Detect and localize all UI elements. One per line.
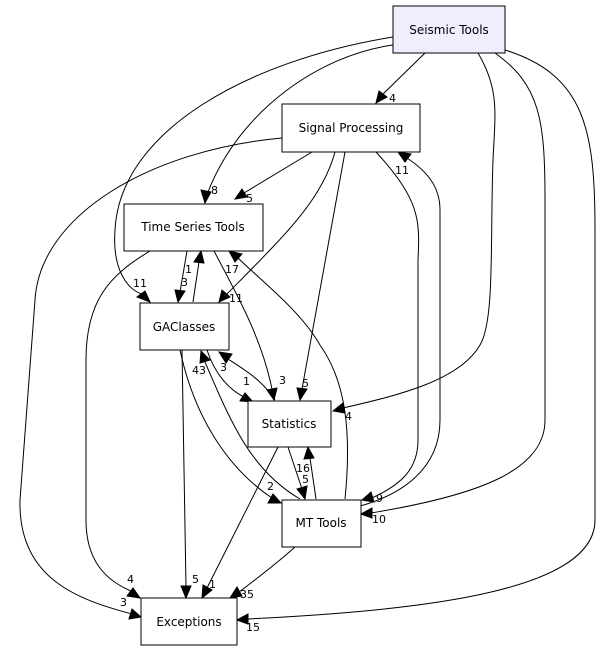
- node-box: [139, 302, 230, 351]
- edge-label: 16: [296, 462, 310, 475]
- edge-mt-tools-to-statistics: 5: [302, 445, 317, 500]
- edge-label: 3: [220, 361, 227, 374]
- edge-label: 5: [302, 377, 309, 390]
- edge-time-series-tools-to-gaclasses: 3: [174, 250, 188, 304]
- edge-label: 5: [246, 192, 253, 205]
- edge-label: 3: [181, 276, 188, 289]
- edge-mt-tools-to-signal-processing: 11: [359, 151, 441, 507]
- node-label: MT Tools: [295, 516, 346, 530]
- edge-label: 1: [209, 578, 216, 591]
- edge-label: 4: [389, 92, 396, 105]
- node-box: [392, 5, 506, 54]
- edge-label: 4: [127, 573, 134, 586]
- edge-label: 35: [240, 588, 254, 601]
- node-seismic-tools[interactable]: Seismic Tools: [392, 5, 506, 54]
- edge-signal-processing-to-mt-tools: 9: [360, 151, 420, 505]
- node-label: Signal Processing: [299, 121, 404, 135]
- edge-label: 9: [376, 492, 383, 505]
- edge-time-series-tools-to-exceptions: 4: [85, 250, 151, 599]
- edge-signal-processing-to-time-series-tools: 5: [233, 151, 313, 205]
- edge-time-series-tools-to-statistics: 3: [213, 250, 286, 402]
- edge-signal-processing-to-statistics: 5: [296, 151, 346, 402]
- edge-gaclasses-to-exceptions: 5: [180, 349, 199, 600]
- node-label: Statistics: [262, 417, 317, 431]
- edge-statistics-to-mt-tools: 16: [287, 446, 310, 501]
- edge-seismic-to-gaclasses: 11: [114, 36, 394, 303]
- edge-label: 17: [225, 263, 239, 276]
- node-statistics[interactable]: Statistics: [247, 400, 332, 448]
- node-label: Exceptions: [156, 615, 221, 629]
- edge-mt-tools-to-time-series-tools: 17: [225, 250, 349, 500]
- edge-signal-processing-to-gaclasses: 11: [218, 151, 336, 305]
- edge-mt-tools-to-gaclasses: 43: [192, 349, 301, 500]
- edge-statistics-to-gaclasses: 3: [217, 351, 276, 401]
- edge-label: 43: [192, 364, 206, 377]
- edge-signal-processing-to-exceptions: 3: [19, 137, 283, 620]
- edge-label: 11: [229, 292, 243, 305]
- edge-label: 5: [302, 473, 309, 486]
- edge-seismic-to-mt-tools: 10: [359, 52, 546, 526]
- node-label: Seismic Tools: [409, 23, 489, 37]
- edge-seismic-to-signal-processing: 4: [375, 52, 426, 105]
- node-box: [247, 400, 332, 448]
- edge-label: 1: [185, 263, 192, 276]
- edge-seismic-to-time-series-tools: 8: [200, 44, 394, 205]
- node-signal-processing[interactable]: Signal Processing: [281, 103, 421, 153]
- edge-label: 1: [243, 375, 250, 388]
- edge-gaclasses-to-statistics: 1: [206, 349, 255, 403]
- node-box: [281, 499, 362, 548]
- edge-label: 11: [395, 164, 409, 177]
- edge-label: 10: [372, 513, 386, 526]
- edge-statistics-to-exceptions: 1: [201, 446, 279, 600]
- edge-seismic-to-exceptions: 15: [235, 49, 596, 634]
- edge-label: 2: [267, 480, 274, 493]
- node-mt-tools[interactable]: MT Tools: [281, 499, 362, 548]
- node-time-series-tools[interactable]: Time Series Tools: [123, 203, 264, 252]
- node-label: Time Series Tools: [140, 220, 244, 234]
- node-gaclasses[interactable]: GAClasses: [139, 302, 230, 351]
- edge-label: 3: [279, 374, 286, 387]
- node-box: [123, 203, 264, 252]
- edge-label: 3: [120, 596, 127, 609]
- node-label: GAClasses: [153, 320, 216, 334]
- edge-mt-tools-to-exceptions: 35: [228, 546, 296, 601]
- node-box: [140, 597, 238, 646]
- edge-label: 5: [192, 573, 199, 586]
- edge-label: 4: [345, 410, 352, 423]
- node-exceptions[interactable]: Exceptions: [140, 597, 238, 646]
- edge-gaclasses-to-time-series-tools: 1: [185, 249, 205, 303]
- edge-label: 8: [211, 184, 218, 197]
- edge-label: 15: [246, 621, 260, 634]
- node-box: [281, 103, 421, 153]
- edge-label: 11: [133, 277, 147, 290]
